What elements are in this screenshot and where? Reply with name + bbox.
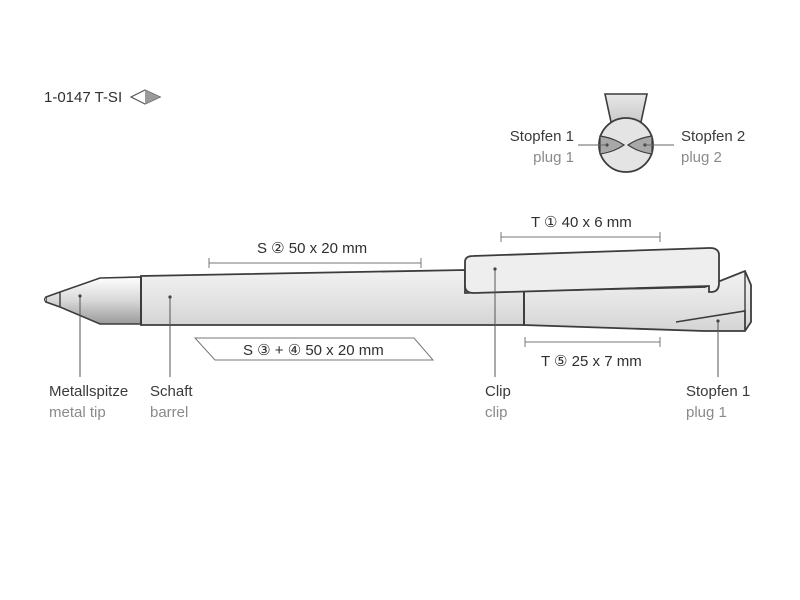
pen [43,247,752,332]
print-area-t1: T ① 40 x 6 mm [531,214,632,231]
callout-lines [78,267,720,377]
metal-tip-label-de: Metallspitze [49,383,129,400]
metal-tip-label-en: metal tip [49,404,106,421]
barrel-label-en: barrel [150,404,189,421]
plug-right-label-de: Stopfen 2 [681,128,746,145]
print-area-markers [193,232,661,361]
plug-label-de: Stopfen 1 [686,383,751,400]
clip-label-en: clip [485,404,508,421]
print-area-s2: S ② 50 x 20 mm [257,240,368,257]
plug-end-view [578,93,674,173]
barrel-label-de: Schaft [150,383,193,400]
print-area-t5: T ⑤ 25 x 7 mm [541,353,642,370]
shape-icon [129,89,162,105]
plug-left-label-en: plug 1 [533,149,574,166]
plug-left-label-de: Stopfen 1 [509,128,574,145]
plug-right-label-en: plug 2 [681,149,722,166]
clip-label-de: Clip [485,383,511,400]
plug-label-en: plug 1 [686,404,727,421]
product-code: 1-0147 T-SI [44,89,123,106]
print-area-s34: S ③ + ④ 50 x 20 mm [243,342,384,359]
